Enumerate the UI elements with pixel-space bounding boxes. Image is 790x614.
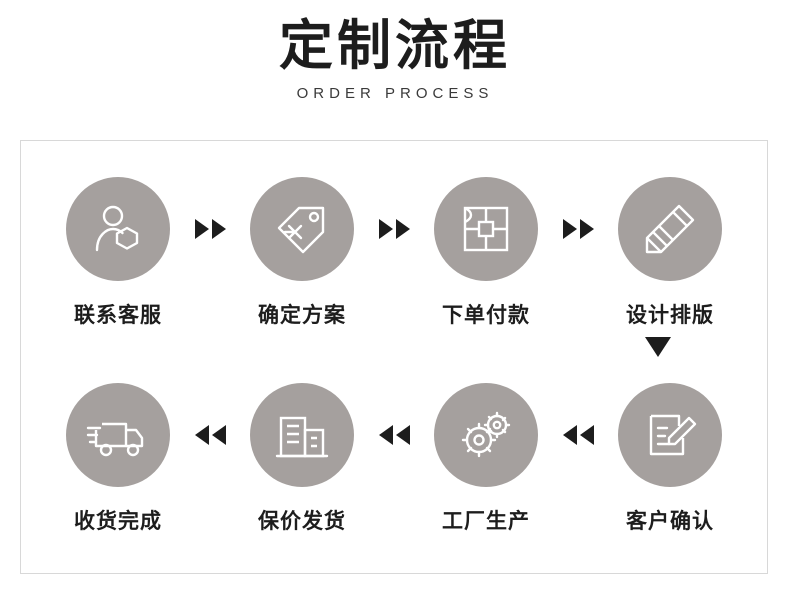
step-circle	[250, 383, 354, 487]
arrow-right-icon	[579, 219, 594, 239]
step-insured-shipping[interactable]: 保价发货	[239, 383, 365, 535]
step-design-layout[interactable]: 设计排版	[607, 177, 733, 329]
arrow-right-icon	[211, 219, 226, 239]
step-circle	[66, 177, 170, 281]
connector-right-2	[365, 177, 423, 281]
price-tag-icon	[277, 206, 325, 254]
connector-right-1	[181, 177, 239, 281]
page-title: 定制流程	[279, 14, 511, 77]
step-customer-confirm[interactable]: 客户确认	[607, 383, 733, 535]
order-payment-icon	[463, 206, 509, 252]
page-subtitle: ORDER PROCESS	[296, 84, 494, 102]
arrow-left-icon	[579, 425, 594, 445]
arrow-right-icon	[395, 219, 410, 239]
arrow-left-icon	[395, 425, 410, 445]
step-label: 收货完成	[74, 509, 162, 533]
step-circle	[66, 383, 170, 487]
step-circle	[434, 177, 538, 281]
arrow-left-icon	[562, 425, 577, 445]
arrow-right-icon	[562, 219, 577, 239]
step-circle	[618, 383, 722, 487]
step-label: 下单付款	[442, 303, 530, 327]
step-order-payment[interactable]: 下单付款	[423, 177, 549, 329]
step-label: 客户确认	[626, 509, 714, 533]
arrow-down-icon	[645, 337, 671, 357]
design-layout-icon	[645, 204, 695, 254]
process-row-bottom: 收货完成 保价发货	[21, 383, 767, 563]
process-row-top: 联系客服 确定方案	[21, 177, 767, 357]
step-circle	[250, 177, 354, 281]
arrow-left-icon	[378, 425, 393, 445]
connector-right-3	[549, 177, 607, 281]
step-label: 工厂生产	[442, 509, 530, 533]
step-label: 确定方案	[258, 303, 346, 327]
step-label: 联系客服	[74, 303, 162, 327]
step-confirm-plan[interactable]: 确定方案	[239, 177, 365, 329]
step-contact-service[interactable]: 联系客服	[55, 177, 181, 329]
step-label: 保价发货	[258, 509, 346, 533]
step-circle	[434, 383, 538, 487]
step-factory-production[interactable]: 工厂生产	[423, 383, 549, 535]
arrow-left-icon	[194, 425, 209, 445]
step-delivery-complete[interactable]: 收货完成	[55, 383, 181, 535]
step-label: 设计排版	[626, 303, 714, 327]
connector-left-2	[365, 383, 423, 487]
connector-left-1	[181, 383, 239, 487]
diagram-panel: 联系客服 确定方案	[20, 140, 768, 574]
arrow-right-icon	[194, 219, 209, 239]
step-circle	[618, 177, 722, 281]
delivery-truck-icon	[86, 422, 144, 457]
gears-icon	[461, 411, 511, 458]
warehouse-icon	[275, 416, 329, 458]
connector-left-3	[549, 383, 607, 487]
customer-service-icon	[95, 205, 139, 252]
header: 定制流程 ORDER PROCESS	[0, 0, 790, 102]
arrow-right-icon	[378, 219, 393, 239]
arrow-left-icon	[211, 425, 226, 445]
document-sign-icon	[649, 414, 697, 456]
